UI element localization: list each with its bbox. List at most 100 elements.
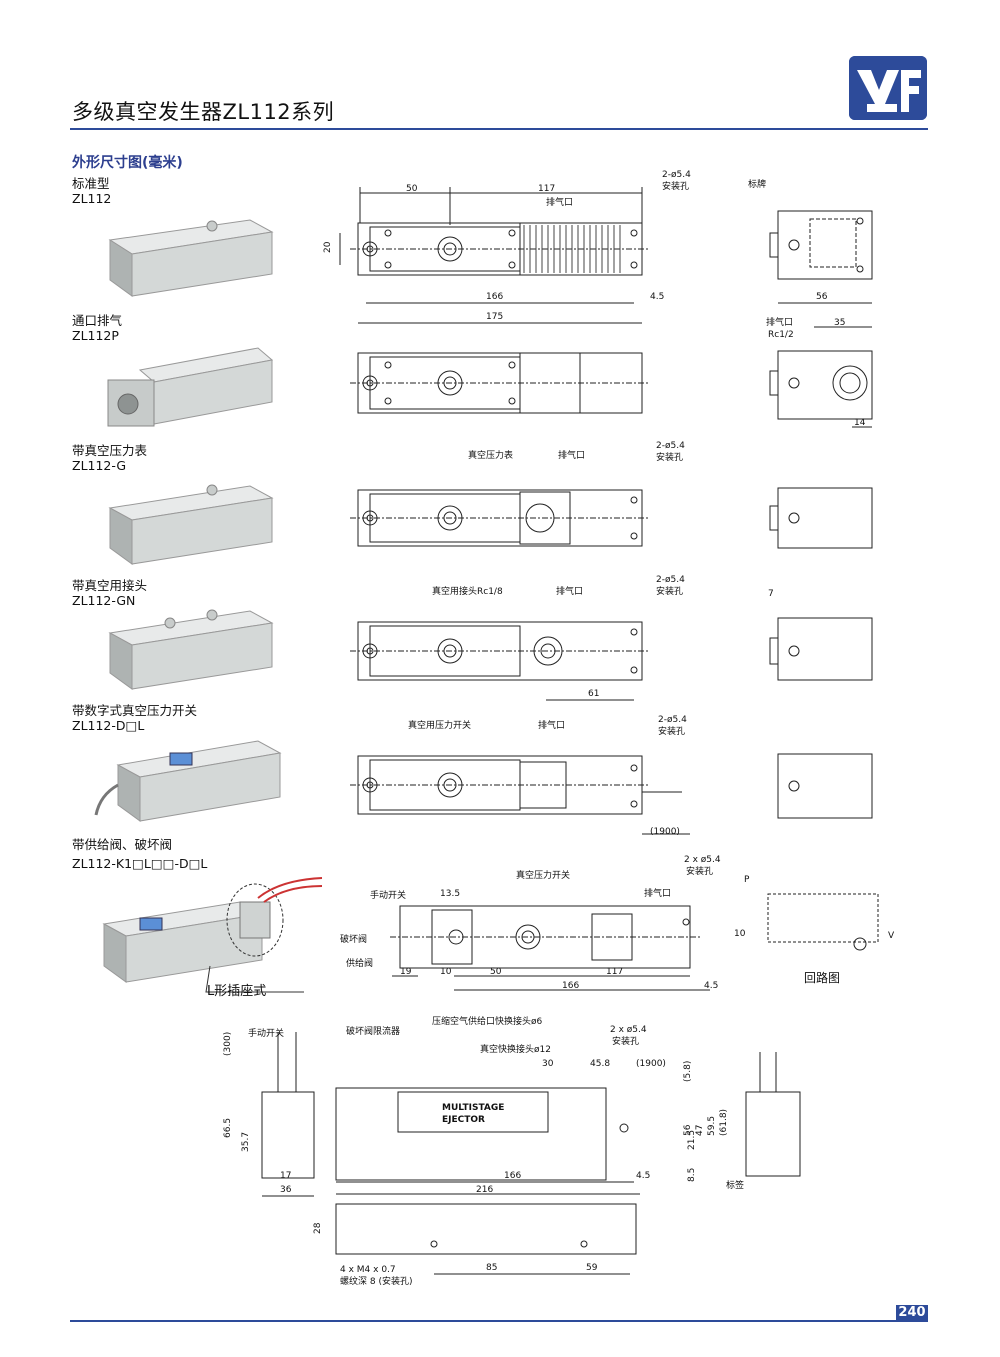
variant-name: 带真空用接头 — [72, 578, 148, 593]
variant-model: ZL112-D□L — [72, 718, 145, 733]
product-photo-zl112-k1 — [102, 877, 323, 993]
drawing-gauge: 真空压力表 排气口 2-ø5.4 安装孔 — [350, 441, 873, 549]
dim-19: 19 — [400, 967, 412, 977]
vac-fitting-label: 真空用接头Rc1/8 — [432, 585, 503, 597]
variant-caption-3: 带真空压力表 ZL112-G — [72, 443, 147, 473]
dim-59: 59 — [586, 1263, 598, 1273]
product-photo-zl112-dl — [94, 740, 282, 822]
mount-hole-note: 安装孔 — [662, 180, 689, 192]
variant-caption-4: 带真空用接头 ZL112-GN — [72, 578, 147, 608]
variant-model: ZL112 — [72, 191, 112, 206]
dim-36: 36 — [280, 1185, 292, 1195]
product-photo-zl112-gn — [108, 609, 274, 690]
dim-56: 56 — [683, 1124, 693, 1136]
thread-note: 螺纹深 8 (安装孔) — [340, 1275, 412, 1287]
mount-hole-note: 安装孔 — [686, 865, 713, 877]
mount-hole-label: 2-ø5.4 — [656, 441, 685, 451]
exhaust-port-label: 排气口 — [766, 316, 793, 328]
drawing-port-exhaust: 排气口 Rc1/2 35 14 — [350, 316, 873, 428]
label-callout: 标签 — [726, 1179, 744, 1191]
manual-switch-label: 手动开关 — [370, 889, 406, 901]
dim-14: 14 — [854, 418, 866, 428]
dim-117: 117 — [538, 184, 555, 194]
dim-1900: (1900) — [650, 827, 680, 837]
dim-7: 7 — [768, 589, 774, 599]
supply-fitting-label: 压缩空气供给口快换接头ø6 — [432, 1015, 543, 1027]
dim-30: 30 — [542, 1059, 554, 1069]
dim-216: 216 — [476, 1185, 493, 1195]
drawing-valves: 手动开关 破坏阀 供给阀 13.5 真空压力开关 2 x ø5.4 安装孔 排气… — [340, 855, 895, 991]
dim-166: 166 — [504, 1171, 521, 1181]
header-rule — [70, 128, 928, 130]
section-title: 外形尺寸图(毫米) — [72, 155, 183, 171]
exhaust-label: 排气口 — [556, 585, 583, 597]
mount-hole-label: 2-ø5.4 — [662, 170, 691, 180]
variant-model: ZL112-K1□L□□-D□L — [72, 856, 208, 871]
rc-label: Rc1/2 — [768, 330, 794, 340]
manual-switch-label: 手动开关 — [248, 1027, 284, 1039]
dim-66-5: 66.5 — [223, 1118, 233, 1138]
product-photo-zl112 — [108, 219, 274, 297]
variant-name: 带数字式真空压力开关 — [72, 703, 198, 718]
drawing-standard: 50 117 2-ø5.4 安装孔 排气口 20 166 4.5 175 标牌 … — [323, 170, 873, 324]
dim-4-5: 4.5 — [704, 981, 718, 991]
dim-47: 47 — [695, 1125, 705, 1136]
supply-valve-label: 供给阀 — [346, 957, 373, 969]
dim-35-7: 35.7 — [241, 1132, 251, 1152]
page-title: 多级真空发生器ZL112系列 — [72, 100, 335, 124]
dim-166: 166 — [562, 981, 579, 991]
circuit-v: V — [888, 931, 895, 941]
variant-name: 带供给阀、破坏阀 — [72, 837, 173, 852]
dim-61: 61 — [588, 689, 599, 699]
drawing-detail: 手动开关 (300) 66.5 35.7 17 36 破坏阀限流器 压缩空气供给… — [223, 1015, 801, 1287]
dim-10b: 10 — [734, 929, 746, 939]
brand-line-2: EJECTOR — [442, 1115, 485, 1125]
dim-50: 50 — [406, 184, 418, 194]
dim-56: 56 — [816, 292, 828, 302]
vac-fitting-label: 真空快换接头ø12 — [480, 1043, 551, 1055]
mount-hole-note: 安装孔 — [656, 451, 683, 463]
gauge-label: 真空压力表 — [468, 449, 513, 461]
variant-caption-6: 带供给阀、破坏阀 ZL112-K1□L□□-D□L — [72, 837, 207, 871]
photo-label: L形插座式 — [207, 984, 267, 999]
variant-caption-5: 带数字式真空压力开关 ZL112-D□L — [72, 703, 197, 733]
dim-17: 17 — [280, 1171, 291, 1181]
mount-hole-note: 安装孔 — [656, 585, 683, 597]
drawing-digital-switch: 真空用压力开关 排气口 2-ø5.4 安装孔 (1900) — [350, 715, 873, 837]
dim-300: (300) — [223, 1032, 233, 1056]
variant-name: 通口排气 — [72, 313, 123, 328]
product-photo-zl112p — [107, 347, 274, 427]
dim-166: 166 — [486, 292, 503, 302]
dim-85: 85 — [486, 1263, 497, 1273]
variant-model: ZL112-GN — [72, 593, 136, 608]
dim-10a: 10 — [440, 967, 452, 977]
page-number: 240 — [896, 1305, 928, 1321]
dim-8-5: 8.5 — [687, 1168, 697, 1182]
variant-model: ZL112P — [72, 328, 119, 343]
mount-hole-label: 2-ø5.4 — [658, 715, 687, 725]
product-photo-zl112-g — [108, 484, 274, 565]
footer-rule — [70, 1320, 928, 1322]
variant-model: ZL112-G — [72, 458, 127, 473]
dim-35: 35 — [834, 318, 845, 328]
switch-label: 真空用压力开关 — [408, 719, 471, 731]
exhaust-label: 排气口 — [558, 449, 585, 461]
dim-13-5: 13.5 — [440, 889, 460, 899]
dim-45-8: 45.8 — [590, 1059, 610, 1069]
variant-name: 标准型 — [72, 176, 110, 191]
dim-4-5: 4.5 — [636, 1171, 650, 1181]
dim-175: 175 — [486, 312, 503, 322]
brand-logo — [849, 56, 927, 120]
restrictor-label: 破坏阀限流器 — [346, 1025, 400, 1037]
break-valve-label: 破坏阀 — [340, 933, 367, 945]
dim-117: 117 — [606, 967, 623, 977]
dim-28: 28 — [313, 1222, 323, 1234]
dim-4-5: 4.5 — [650, 292, 664, 302]
exhaust-label: 排气口 — [644, 887, 671, 899]
brand-line-1: MULTISTAGE — [442, 1103, 504, 1113]
thread-label: 4 x M4 x 0.7 — [340, 1265, 396, 1275]
dim-21-5: 21.5 — [687, 1130, 697, 1150]
variant-name: 带真空压力表 — [72, 443, 148, 458]
mount-hole-note: 安装孔 — [658, 725, 685, 737]
dim-50: 50 — [490, 967, 502, 977]
